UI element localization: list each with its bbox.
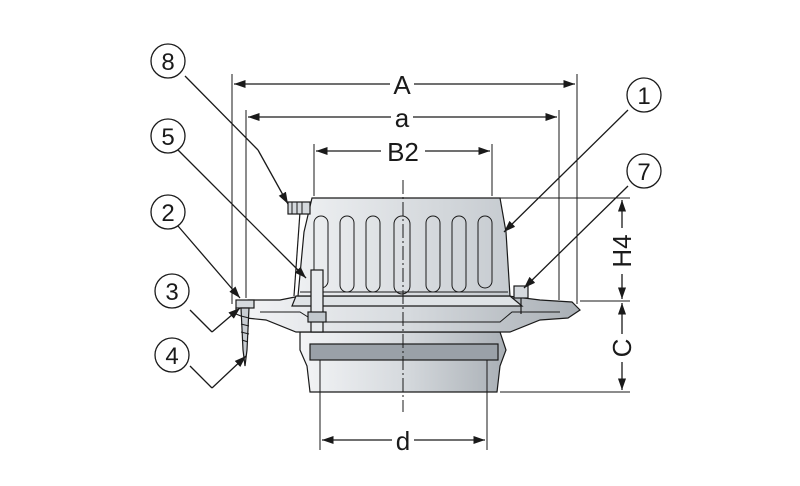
dim-label-H4: H4 (607, 234, 637, 267)
leader-4b (211, 355, 247, 389)
callout-7: 7 (626, 153, 662, 189)
leader-5 (177, 149, 307, 279)
callout-1: 1 (626, 77, 662, 113)
leader-7 (523, 185, 629, 289)
leader-3b (211, 307, 241, 333)
svg-text:4: 4 (165, 343, 178, 370)
leader-2 (177, 225, 241, 299)
svg-text:7: 7 (637, 159, 650, 186)
fasteners (235, 201, 529, 367)
svg-text:8: 8 (161, 49, 174, 76)
dim-label-a: a (395, 103, 410, 133)
dim-label-A: A (393, 70, 411, 100)
drain-body (235, 295, 581, 393)
dim-label-C: C (607, 339, 637, 358)
dim-label-B2: B2 (387, 137, 419, 167)
dimension-labels: A a B2 H4 C d (381, 70, 637, 456)
leader-4 (189, 365, 213, 389)
bolt-7 (513, 285, 529, 314)
svg-text:2: 2 (161, 200, 174, 227)
callout-5: 5 (150, 118, 186, 154)
clamp-ring (291, 295, 524, 307)
anchor-2-3-4 (235, 299, 255, 367)
extension-lines (231, 74, 630, 450)
callout-2: 2 (150, 194, 186, 230)
callout-8: 8 (150, 43, 186, 79)
leader-3 (189, 309, 213, 333)
dome-strainer (297, 197, 511, 297)
leader-lines (177, 75, 629, 389)
bolt-5 (307, 269, 327, 333)
svg-text:1: 1 (637, 83, 650, 110)
leader-1 (503, 109, 629, 233)
leader-8 (184, 75, 259, 151)
dim-label-d: d (396, 426, 410, 456)
pipe-socket-band (309, 343, 499, 361)
leader-8b (257, 149, 289, 205)
callout-4: 4 (154, 337, 190, 373)
bolt-8 (287, 201, 311, 297)
callouts: 8 5 2 3 4 1 7 (150, 43, 662, 373)
svg-text:5: 5 (161, 124, 174, 151)
svg-text:3: 3 (165, 279, 178, 306)
callout-3: 3 (154, 273, 190, 309)
